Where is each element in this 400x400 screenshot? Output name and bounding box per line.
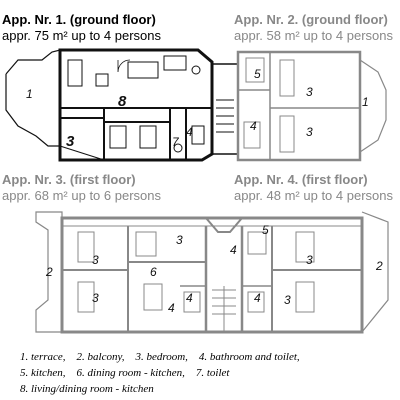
room-label: 3 <box>306 253 313 267</box>
apartment-1-wall <box>58 48 214 162</box>
kitchen-unit <box>245 57 265 83</box>
apartment-2-wall <box>236 50 362 162</box>
bed <box>139 125 157 149</box>
dining-table <box>127 61 159 79</box>
furniture <box>67 59 83 87</box>
apartment-3-header: App. Nr. 3. (first floor) appr. 68 m² up… <box>2 172 161 204</box>
apartment-1-title: App. Nr. 1. (ground floor) <box>2 12 156 27</box>
room-label: 6 <box>150 265 157 279</box>
room-label: 7 <box>172 135 180 149</box>
room-label: 3 <box>92 253 99 267</box>
stairwell-wall <box>211 63 239 155</box>
bathtub <box>243 121 261 149</box>
room-label: 1 <box>362 95 369 109</box>
terrace-outline <box>359 59 387 153</box>
first-floor-wall <box>60 216 364 334</box>
apartment-4-subtitle: appr. 48 m² up to 4 persons <box>234 188 393 203</box>
room-label: 2 <box>375 259 383 273</box>
legend-line: 8. living/dining room - kitchen <box>20 383 154 395</box>
door-swing <box>117 59 131 73</box>
apartment-1-subtitle: appr. 75 m² up to 4 persons <box>2 28 161 43</box>
room-label: 8 <box>118 93 127 110</box>
bathtub <box>191 125 205 145</box>
kitchen-unit <box>247 231 267 255</box>
bed <box>295 231 315 263</box>
legend-line: 5. kitchen, 6. dining room - kitchen, 7.… <box>20 367 230 379</box>
stair-wall <box>205 217 243 233</box>
room-label: 4 <box>186 291 193 305</box>
chair <box>95 73 109 87</box>
room-label: 4 <box>168 301 175 315</box>
room-label: 3 <box>306 85 313 99</box>
room-label: 2 <box>45 265 53 279</box>
apartment-1-header: App. Nr. 1. (ground floor) appr. 75 m² u… <box>2 12 161 44</box>
balcony-outline <box>361 211 389 333</box>
first-floor-plan <box>35 211 389 334</box>
terrace-outline <box>5 49 61 147</box>
room-legend: 1. terrace, 2. balcony, 3. bedroom, 4. b… <box>20 349 300 397</box>
dining-table <box>143 283 163 311</box>
first-floor-labels: 2 3 3 6 3 4 4 5 3 3 2 4 4 <box>45 223 383 315</box>
room-label: 4 <box>250 119 257 133</box>
bed <box>279 115 295 153</box>
bed <box>77 231 95 263</box>
room-label: 5 <box>254 67 261 81</box>
room-label: 4 <box>230 243 237 257</box>
bathtub <box>183 291 201 313</box>
room-label: 3 <box>92 291 99 305</box>
room-label: 3 <box>66 133 75 150</box>
apartment-2-header: App. Nr. 2. (ground floor) appr. 58 m² u… <box>234 12 393 44</box>
ground-floor-plan: 1 8 3 7 4 4 5 3 3 1 <box>5 48 387 162</box>
apartment-2-title: App. Nr. 2. (ground floor) <box>234 12 388 27</box>
ground-floor-labels: 1 8 3 7 4 4 5 3 3 1 <box>26 67 369 150</box>
bathtub <box>247 291 265 313</box>
room-label: 1 <box>26 87 33 101</box>
room-label: 4 <box>186 125 193 139</box>
apartment-2-subtitle: appr. 58 m² up to 4 persons <box>234 28 393 43</box>
kitchen-counter <box>163 55 187 71</box>
legend-line: 1. terrace, 2. balcony, 3. bedroom, 4. b… <box>20 351 300 363</box>
room-label: 3 <box>306 125 313 139</box>
room-label: 3 <box>176 233 183 247</box>
interior-wall <box>59 145 105 161</box>
room-label: 5 <box>262 223 269 237</box>
apartment-1-plan <box>5 48 214 162</box>
bed <box>109 125 127 149</box>
stairwell <box>211 63 239 155</box>
apartment-4-header: App. Nr. 4. (first floor) appr. 48 m² up… <box>234 172 393 204</box>
apartment-3-subtitle: appr. 68 m² up to 6 persons <box>2 188 161 203</box>
bed <box>279 59 295 97</box>
apartment-4-title: App. Nr. 4. (first floor) <box>234 172 368 187</box>
apartment-3-title: App. Nr. 3. (first floor) <box>2 172 136 187</box>
toilet-fixture <box>173 143 183 153</box>
bed <box>295 281 315 313</box>
bed <box>135 231 157 257</box>
sink <box>191 65 201 75</box>
apartment-2-plan <box>236 50 387 162</box>
bed <box>77 281 95 313</box>
room-label: 3 <box>284 293 291 307</box>
room-label: 4 <box>254 291 261 305</box>
